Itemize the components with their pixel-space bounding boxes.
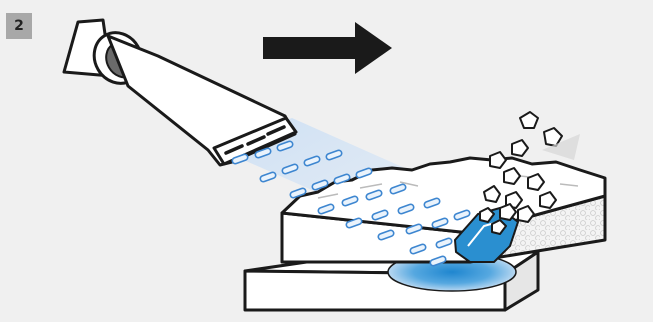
crevice-nozzle-icon	[64, 20, 296, 165]
arrow-right-icon	[263, 22, 392, 74]
